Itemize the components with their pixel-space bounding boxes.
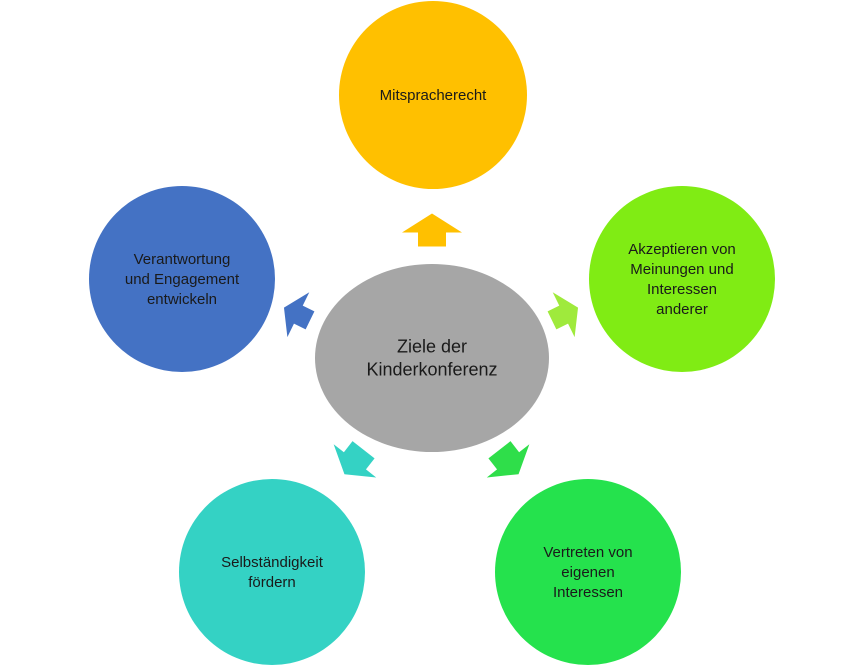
node-vertreten	[495, 479, 681, 665]
arrow-to-akzeptieren	[547, 292, 579, 338]
node-label-line: und Engagement	[125, 271, 240, 288]
node-akzeptieren	[589, 186, 775, 372]
node-label-line: Interessen	[647, 281, 717, 298]
arrow-to-vertreten	[486, 441, 530, 478]
node-label-line: Vertreten von	[543, 544, 632, 561]
arrow-to-verantwortung	[283, 292, 315, 338]
node-label-selbstaendigkeit: Selbständigkeit fördern	[221, 554, 324, 591]
center-label-line: Kinderkonferenz	[366, 360, 497, 380]
arrow-to-mitspracherecht	[402, 213, 462, 247]
node-verantwortung	[89, 186, 275, 372]
node-label-line: fördern	[248, 574, 296, 591]
node-selbstaendigkeit	[179, 479, 365, 665]
center-label-line: Ziele der	[397, 337, 467, 357]
node-label-line: Meinungen und	[630, 261, 733, 278]
node-label-line: anderer	[656, 301, 708, 318]
node-label-line: entwickeln	[147, 291, 217, 308]
center-ellipse	[315, 264, 549, 452]
arrow-to-selbstaendigkeit	[333, 441, 377, 478]
node-label-line: Interessen	[553, 584, 623, 601]
node-label-line: Selbständigkeit	[221, 554, 324, 571]
node-mitspracherecht	[339, 1, 527, 189]
node-label-verantwortung: Verantwortung und Engagement entwickeln	[125, 251, 240, 308]
node-label-line: Akzeptieren von	[628, 241, 736, 258]
node-label-line: Mitspracherecht	[380, 87, 488, 104]
arrows-layer	[283, 213, 579, 478]
node-label-line: Verantwortung	[134, 251, 231, 268]
node-label-line: eigenen	[561, 564, 614, 581]
node-label-mitspracherecht: Mitspracherecht	[380, 87, 488, 104]
